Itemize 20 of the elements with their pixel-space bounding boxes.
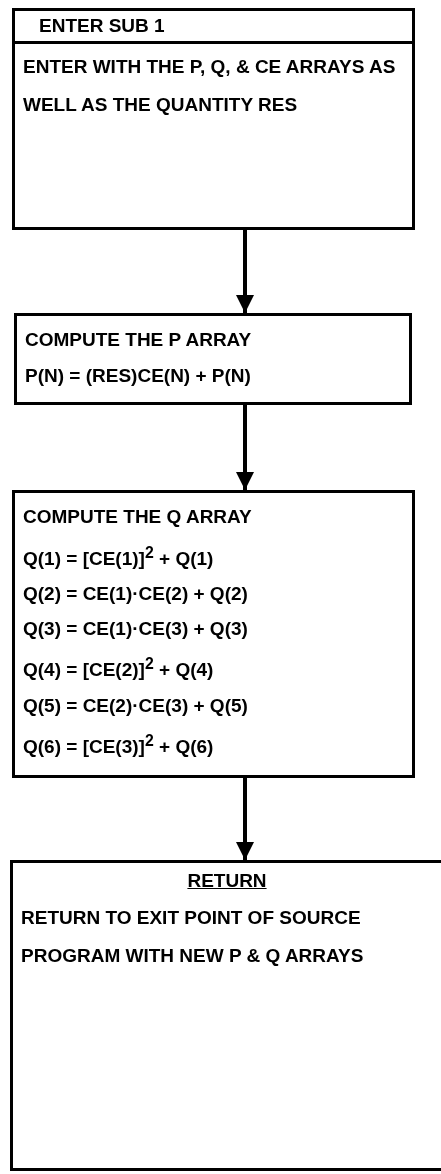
- heading-text: RETURN: [187, 870, 267, 891]
- arrow: [236, 230, 254, 313]
- description-text: RETURN TO EXIT POINT OF SOURCE PROGRAM WITH NEW P & Q ARRAYS: [20, 906, 365, 968]
- heading-text: COMPUTE THE P ARRAY: [24, 328, 253, 352]
- formula-text: Q(4) = [CE(2)]$^{2}$ + Q(4): [22, 654, 215, 683]
- description-text: ENTER WITH THE P, Q, & CE ARRAYS AS WELL AS THE QUANTITY RES: [22, 55, 397, 117]
- process-box: [12, 490, 415, 778]
- arrow: [236, 778, 254, 860]
- formula-text: Q(3) = CE(1)·CE(3) + Q(3): [22, 617, 249, 642]
- formula-text: Q(5) = CE(2)·CE(3) + Q(5): [22, 693, 249, 718]
- formula-text: Q(1) = [CE(1)]$^{2}$ + Q(1): [22, 543, 215, 572]
- process-box: [10, 860, 441, 1171]
- process-box: [12, 8, 415, 230]
- process-box: [14, 313, 412, 405]
- formula-text: Q(6) = [CE(3)]$^{2}$ + Q(6): [22, 730, 215, 759]
- heading-text: COMPUTE THE Q ARRAY: [22, 505, 253, 529]
- formula-text: P(N) = (RES)CE(N) + P(N): [24, 364, 252, 388]
- arrow: [236, 405, 254, 490]
- formula-text: Q(2) = CE(1)·CE(2) + Q(2): [22, 582, 249, 607]
- heading-text: ENTER SUB 1: [15, 11, 412, 44]
